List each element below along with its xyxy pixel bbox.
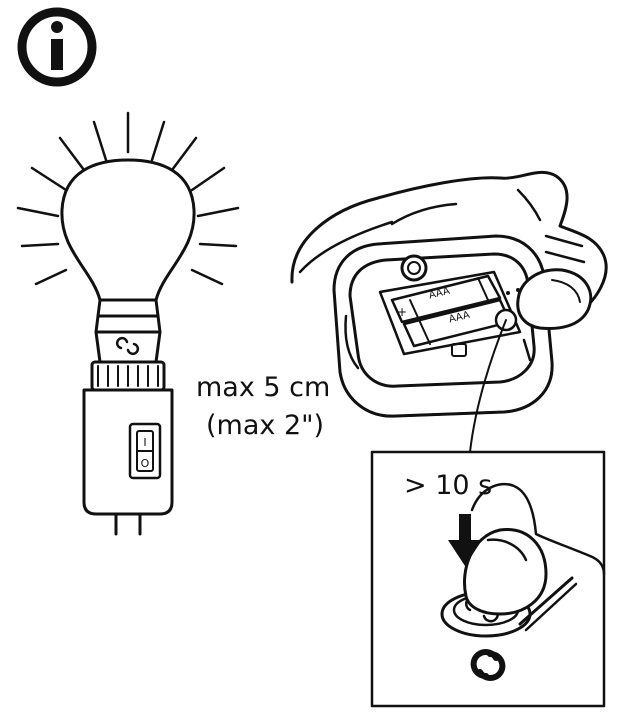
press-down-arrow-icon: [448, 514, 482, 566]
callout-connector: [469, 319, 507, 453]
switch-off-symbol: O: [141, 457, 150, 470]
light-bulb-icon: [16, 111, 240, 536]
info-icon: [17, 7, 97, 87]
remote-control-illustration: [290, 170, 608, 418]
distance-imperial-label: (max 2"): [206, 410, 325, 441]
battery-label-1: AAA: [428, 286, 451, 302]
hold-duration-label: > 10 s: [404, 470, 493, 501]
glow-rays: [16, 111, 240, 286]
thumb-outline: [516, 268, 593, 330]
distance-metric-label: max 5 cm: [196, 372, 331, 403]
battery-plus-symbol: +: [397, 305, 407, 319]
pair-link-icon: [470, 649, 506, 681]
switch-on-symbol: I: [143, 436, 146, 449]
reset-detail-box: [370, 450, 606, 708]
battery-label-2: AAA: [448, 310, 471, 326]
